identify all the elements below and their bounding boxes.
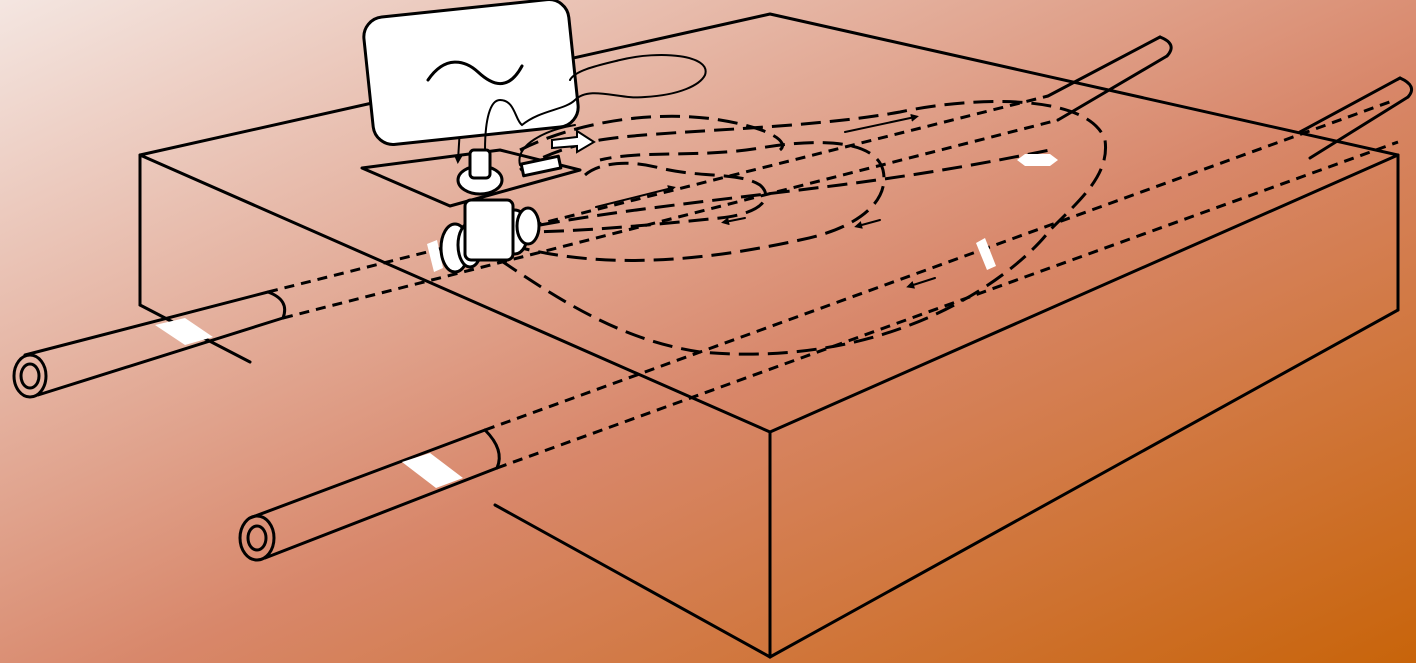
transducer-stem — [470, 150, 490, 178]
clamp-ring-right2 — [517, 208, 539, 244]
clamp-body — [465, 200, 513, 260]
generator-box — [362, 0, 580, 146]
reflection-marker — [1017, 154, 1058, 166]
